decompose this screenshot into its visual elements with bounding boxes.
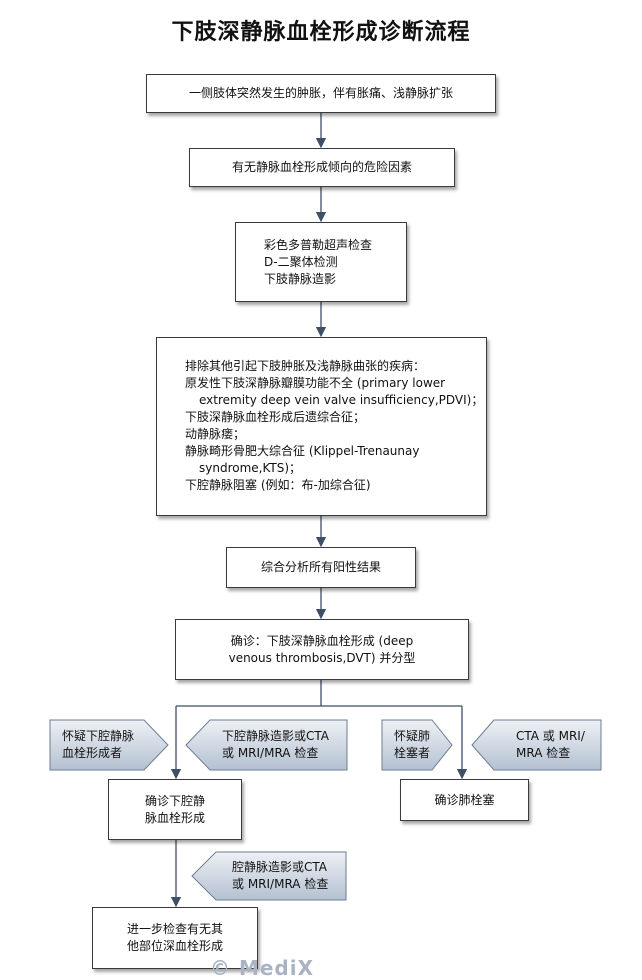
watermark: © MediX <box>210 956 315 980</box>
box-risk-factors: 有无静脉血栓形成倾向的危险因素 <box>189 148 455 187</box>
box-pulmonary-embolism: 确诊肺栓塞 <box>400 779 529 821</box>
box-symptoms: 一侧肢体突然发生的肿胀，伴有胀痛、浅静脉扩张 <box>146 74 496 113</box>
pentagon-p4 <box>471 719 602 771</box>
box-further-check: 进一步检查有无其 他部位深血栓形成 <box>92 907 258 969</box>
box-differential-diagnosis: 排除其他引起下肢肿胀及浅静脉曲张的疾病： 原发性下肢深静脉瓣膜功能不全 (pri… <box>156 337 487 516</box>
box-examinations: 彩色多普勒超声检查 D-二聚体检测 下肢静脉造影 <box>235 222 407 302</box>
pentagon-p1-label: 怀疑下腔静脉血栓形成者 <box>62 729 135 760</box>
box-comprehensive-analysis: 综合分析所有阳性结果 <box>226 547 416 588</box>
page-title: 下肢深静脉血栓形成诊断流程 <box>171 20 471 45</box>
pentagon-p3-label: 怀疑肺栓塞者 <box>394 729 431 760</box>
pentagon-p1 <box>49 719 169 771</box>
box-ivc-thrombosis: 确诊下腔静 脉血栓形成 <box>108 779 242 840</box>
box-dvt-diagnosis: 确诊：下肢深静脉血栓形成 (deep venous thrombosis,DVT… <box>175 619 469 680</box>
pentagon-p2 <box>185 719 348 771</box>
pentagon-p5 <box>191 851 347 901</box>
pentagon-p4-label: CTA 或 MRI/MRA 检查 <box>516 729 585 760</box>
pentagon-p3 <box>381 719 453 771</box>
